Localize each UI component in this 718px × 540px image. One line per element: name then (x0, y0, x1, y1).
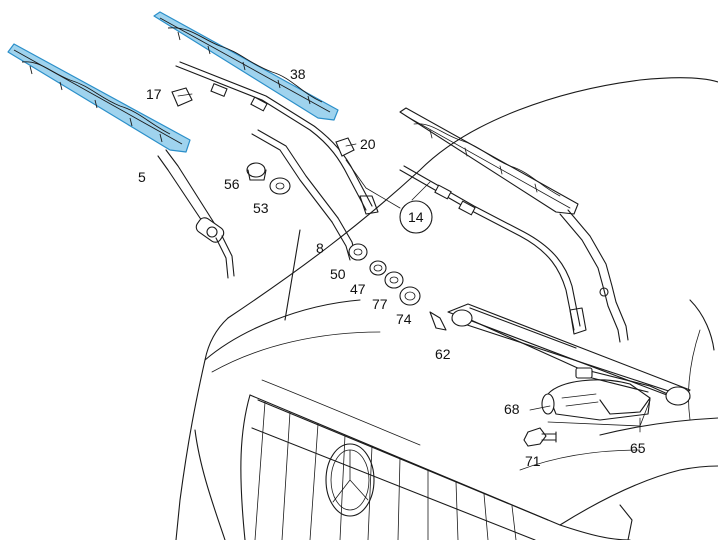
part-17-clip (171, 87, 193, 107)
callout-circle-14 (399, 200, 433, 234)
callout-65: 65 (630, 440, 646, 456)
callout-77: 77 (372, 296, 388, 312)
part-77-washer (384, 271, 404, 289)
callout-14: 14 (408, 209, 424, 225)
wiper-linkage (429, 303, 691, 406)
wiper-blade-left-highlighted[interactable] (7, 43, 191, 153)
part-50-nut (348, 243, 368, 261)
callout-50: 50 (330, 266, 346, 282)
part-53-nut (269, 177, 291, 195)
callout-74: 74 (396, 311, 412, 327)
wiper-motor (541, 367, 651, 421)
callout-20: 20 (360, 136, 376, 152)
wiper-blade-right-outline (399, 107, 579, 215)
callout-56: 56 (224, 176, 240, 192)
part-74-bushing (399, 286, 421, 306)
callout-62: 62 (435, 346, 451, 362)
leader-lines (177, 93, 651, 433)
vehicle-body (175, 77, 718, 540)
callout-68: 68 (504, 401, 520, 417)
mercedes-star-emblem (325, 443, 375, 517)
callout-5: 5 (138, 169, 146, 185)
front-grille (251, 399, 549, 540)
part-20-cap (335, 137, 355, 157)
callout-8: 8 (316, 240, 324, 256)
callout-53: 53 (253, 200, 269, 216)
callout-47: 47 (350, 281, 366, 297)
callout-17: 17 (146, 86, 162, 102)
wiper-arm-right (559, 209, 629, 343)
part-71-bolt (523, 427, 557, 447)
callout-labels: 5 17 38 20 56 53 14 8 50 47 77 74 62 68 … (138, 66, 646, 469)
callout-71: 71 (525, 453, 541, 469)
part-47-washer (369, 260, 387, 276)
washer-hose-lower (399, 165, 587, 335)
wiper-arm-left (157, 149, 235, 279)
callout-38: 38 (290, 66, 306, 82)
wiper-blade-right-highlighted[interactable] (153, 11, 339, 121)
part-56-cap-nut (246, 162, 267, 181)
